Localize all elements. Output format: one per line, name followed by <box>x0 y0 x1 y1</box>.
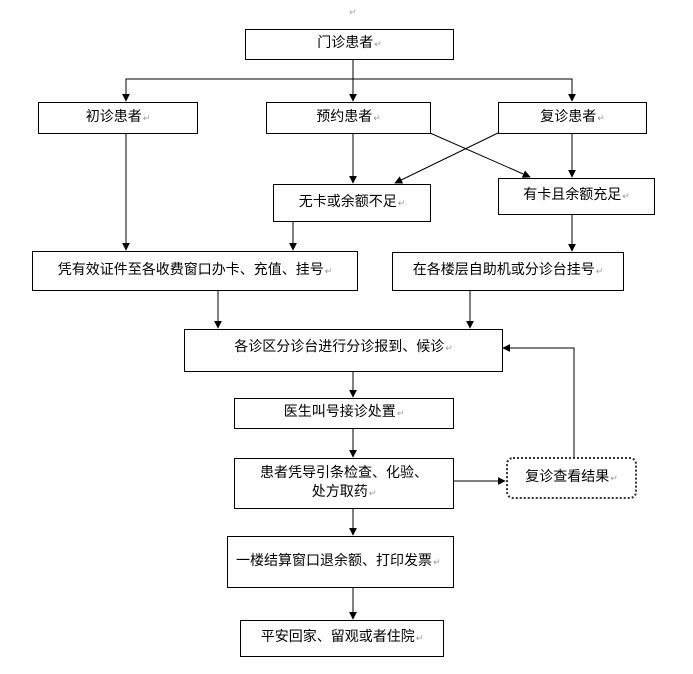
paragraph-mark: ↵ <box>349 8 357 18</box>
node-window-register: 凭有效证件至各收费窗口办卡、充值、挂号 <box>32 251 358 291</box>
node-first-visit: 初诊患者 <box>38 102 198 134</box>
node-leave: 平安回家、留观或者住院 <box>240 620 444 657</box>
node-no-card: 无卡或余额不足 <box>273 184 431 222</box>
node-label: 门诊患者 <box>317 34 382 55</box>
node-settlement: 一楼结算窗口退余额、打印发票 <box>227 536 454 588</box>
node-doctor-call: 医生叫号接诊处置 <box>234 398 454 429</box>
node-label: 患者凭导引条检查、化验、处方取药 <box>257 464 431 504</box>
node-label: 医生叫号接诊处置 <box>284 403 405 424</box>
node-label: 有卡且余额充足 <box>523 186 630 207</box>
arrow-appointment-hascard <box>429 132 531 178</box>
node-review-results: 复诊查看结果 <box>506 457 637 499</box>
node-label: 无卡或余额不足 <box>299 193 406 214</box>
node-label: 在各楼层自助机或分诊台挂号 <box>413 261 604 282</box>
node-label: 各诊区分诊台进行分诊报到、候诊 <box>234 338 453 359</box>
node-has-card: 有卡且余额充足 <box>498 178 655 215</box>
branch-line <box>125 78 576 102</box>
node-label: 初诊患者 <box>86 108 151 129</box>
node-return-visit: 复诊患者 <box>498 102 647 134</box>
node-appointment: 预约患者 <box>266 102 431 134</box>
arrow-review-triage <box>502 344 575 457</box>
node-label: 预约患者 <box>316 108 381 129</box>
arrow-return-nocard <box>394 132 499 184</box>
node-label: 凭有效证件至各收费窗口办卡、充值、挂号 <box>58 261 333 282</box>
node-triage: 各诊区分诊台进行分诊报到、候诊 <box>184 329 503 372</box>
node-exam: 患者凭导引条检查、化验、处方取药 <box>234 458 454 509</box>
node-outpatient: 门诊患者 <box>245 29 454 60</box>
node-label: 一楼结算窗口退余额、打印发票 <box>236 552 441 573</box>
node-label: 复诊查看结果 <box>525 468 618 489</box>
node-label: 复诊患者 <box>540 108 605 129</box>
node-label: 平安回家、留观或者住院 <box>261 628 424 649</box>
node-self-service: 在各楼层自助机或分诊台挂号 <box>392 252 624 291</box>
